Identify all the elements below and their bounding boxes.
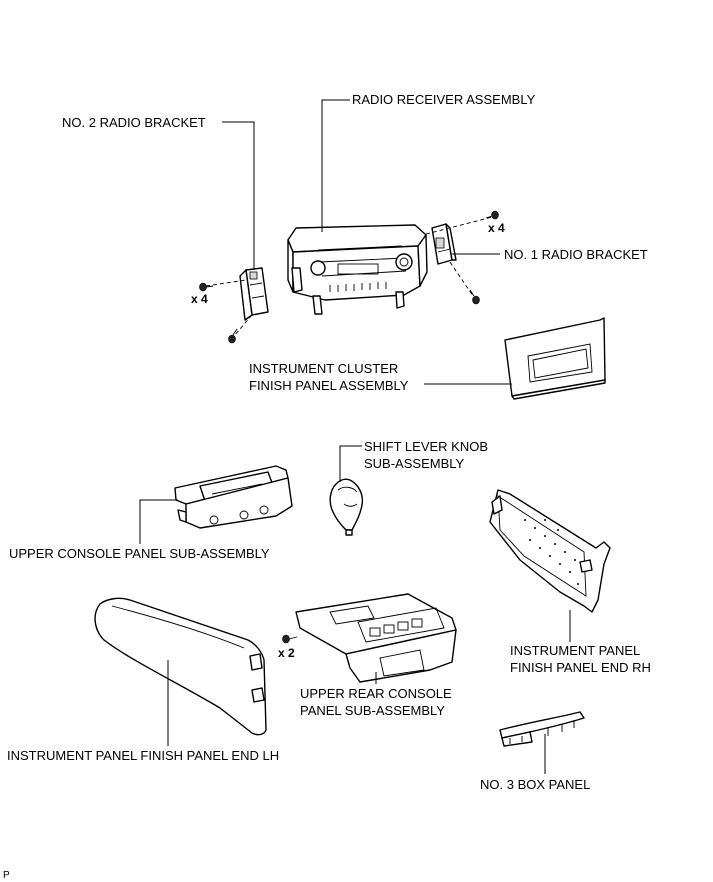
label-radio-receiver: RADIO RECEIVER ASSEMBLY: [352, 92, 536, 107]
label-no1-radio-bracket: NO. 1 RADIO BRACKET: [504, 247, 648, 262]
radio-receiver-drawing: [287, 224, 428, 315]
label-instrument-panel-end-rh: INSTRUMENT PANEL FINISH PANEL END RH: [510, 643, 651, 675]
label-no2-radio-bracket: NO. 2 RADIO BRACKET: [62, 115, 206, 130]
screw-icon: [228, 328, 238, 344]
screw-icon: [199, 282, 214, 292]
assembly-line-right-bottom: [449, 261, 474, 297]
qty-console-clips: x 2: [278, 646, 295, 660]
no3-box-panel-drawing: [499, 711, 585, 747]
label-no3-box-panel: NO. 3 BOX PANEL: [480, 777, 591, 792]
no2-radio-bracket-drawing: [239, 267, 269, 321]
leader-radio-receiver: [321, 99, 350, 232]
clip-icon: [282, 634, 298, 644]
upper-console-panel-drawing: [174, 465, 293, 529]
screw-icon: [485, 210, 499, 220]
instrument-cluster-panel-drawing: [504, 317, 606, 400]
finish-panel-end-rh-drawing: [489, 489, 611, 613]
upper-rear-console-drawing: [295, 593, 457, 683]
qty-left-screws: x 4: [191, 292, 208, 306]
shift-knob-drawing: [329, 478, 364, 536]
label-upper-console-panel: UPPER CONSOLE PANEL SUB-ASSEMBLY: [9, 546, 270, 561]
leader-shift-knob: [339, 445, 362, 482]
leader-no2-bracket: [222, 121, 255, 270]
assembly-line-right: [425, 216, 493, 235]
no1-radio-bracket-drawing: [431, 223, 457, 265]
label-instrument-panel-end-lh: INSTRUMENT PANEL FINISH PANEL END LH: [7, 748, 280, 763]
assembly-line-left-bottom: [233, 314, 253, 337]
qty-right-screws: x 4: [488, 221, 505, 235]
label-instrument-cluster: INSTRUMENT CLUSTER FINISH PANEL ASSEMBLY: [249, 361, 409, 393]
texture-dots: [524, 519, 579, 585]
footer-code: P: [3, 870, 10, 881]
screw-icon: [469, 289, 480, 305]
leader-upper-console: [139, 499, 178, 544]
label-shift-lever-knob: SHIFT LEVER KNOB SUB-ASSEMBLY: [364, 439, 489, 471]
finish-panel-end-lh-drawing: [94, 597, 267, 736]
label-upper-rear-console: UPPER REAR CONSOLE PANEL SUB-ASSEMBLY: [300, 686, 452, 718]
